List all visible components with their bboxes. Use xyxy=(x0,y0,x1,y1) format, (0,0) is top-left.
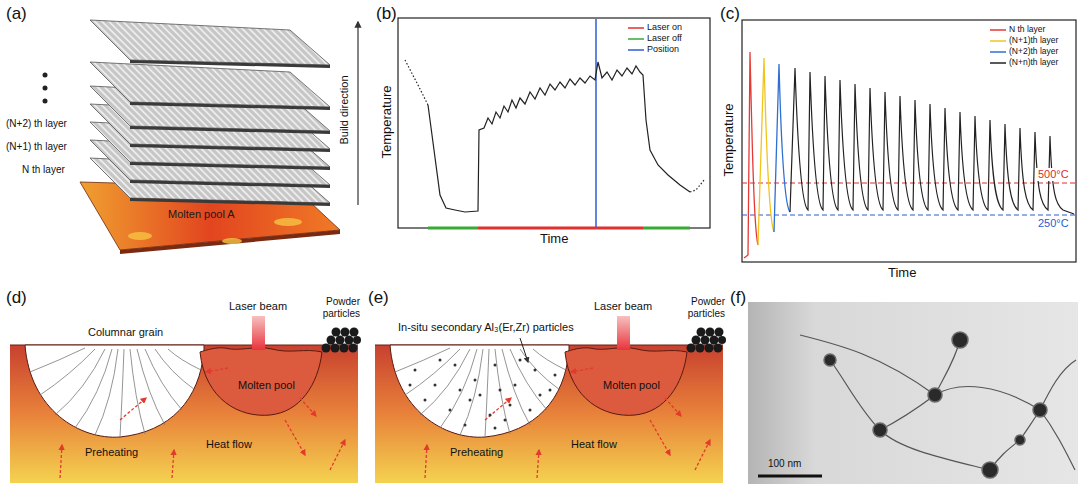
part-label: Columnar grain xyxy=(88,326,163,339)
pool-label: Molten pool A xyxy=(168,208,235,221)
temperature-plot-b xyxy=(398,18,710,228)
legend-text: (N+1)th layer xyxy=(1009,36,1058,45)
legend-text: Position xyxy=(647,45,679,55)
temperature-plot-c xyxy=(742,20,1076,262)
part-label: Laser beam xyxy=(229,300,287,313)
axis-label: Temperature xyxy=(380,86,395,159)
threshold-label: 250°C xyxy=(1036,217,1071,230)
layer-label: (N+2) th layer xyxy=(6,118,67,130)
axis-label: Temperature xyxy=(722,104,737,177)
legend-entry: (N+1)th layer xyxy=(990,36,1058,45)
leader-arrow xyxy=(520,338,528,362)
legend-text: Laser on xyxy=(647,23,682,33)
panel-label: (d) xyxy=(6,288,27,308)
threshold-label: 500°C xyxy=(1036,168,1071,181)
legend-entry: (N+n)th layer xyxy=(990,58,1058,67)
panel-label: (b) xyxy=(376,4,397,24)
pool-schematic-d xyxy=(10,316,361,483)
legend-sample xyxy=(990,37,1006,45)
panel-label: (a) xyxy=(6,4,27,24)
legend-text: Laser off xyxy=(647,34,682,44)
part-label: In-situ secondary Al₃(Er,Zr) particles xyxy=(398,321,574,334)
tem-micrograph xyxy=(748,302,1078,484)
legend-text: (N+2)th layer xyxy=(1009,47,1058,56)
legend-sample xyxy=(990,59,1006,67)
direction-label: Build direction xyxy=(338,75,351,144)
part-label: Molten pool xyxy=(603,379,660,392)
legend-entry: Laser on xyxy=(628,23,682,33)
legend-entry: (N+2)th layer xyxy=(990,47,1058,56)
layer-stack xyxy=(43,20,359,254)
axis-label: Time xyxy=(888,266,916,281)
legend-sample xyxy=(628,24,644,32)
part-label: Powder particles xyxy=(312,296,360,319)
part-label: Heat flow xyxy=(571,438,617,451)
legend-sample xyxy=(990,48,1006,56)
legend-sample xyxy=(628,46,644,54)
panel-label: (f) xyxy=(730,288,746,308)
part-label: Heat flow xyxy=(206,438,252,451)
pool-schematic-e xyxy=(375,316,726,483)
legend-sample xyxy=(628,35,644,43)
part-label: Preheating xyxy=(85,446,138,459)
panel-label: (e) xyxy=(368,288,389,308)
part-label: Laser beam xyxy=(594,300,652,313)
part-label: Powder particles xyxy=(677,296,725,319)
legend-entry: Position xyxy=(628,45,679,55)
layer-label: N th layer xyxy=(22,164,65,176)
legend-entry: Laser off xyxy=(628,34,682,44)
legend-text: (N+n)th layer xyxy=(1009,58,1058,67)
legend-entry: N th layer xyxy=(990,25,1045,34)
legend-text: N th layer xyxy=(1009,25,1045,34)
scale-label: 100 nm xyxy=(768,458,801,470)
part-label: Molten pool xyxy=(238,379,295,392)
legend-sample xyxy=(990,26,1006,34)
panel-label: (c) xyxy=(720,4,740,24)
axis-label: Time xyxy=(540,232,568,247)
part-label: Preheating xyxy=(450,446,503,459)
layer-label: (N+1) th layer xyxy=(6,141,67,153)
